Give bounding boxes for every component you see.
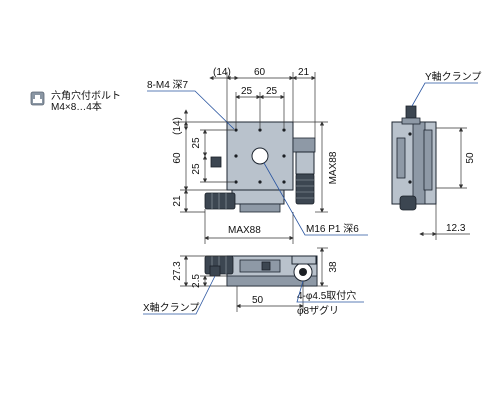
dim-14-left: (14) bbox=[172, 117, 183, 135]
dim-25-top-left: 25 bbox=[241, 86, 253, 97]
dim-21-top: 21 bbox=[298, 67, 310, 78]
bolt-hole-icon bbox=[30, 91, 45, 106]
y-micrometer-body bbox=[295, 151, 315, 175]
label-counterbore: φ8ザグリ bbox=[297, 304, 339, 317]
x-micrometer-thimble bbox=[204, 192, 236, 210]
dim-25-left-lower: 25 bbox=[191, 163, 202, 175]
dim-12-3: 12.3 bbox=[446, 223, 466, 234]
side-view: Y軸クランプ 50 12.3 bbox=[391, 70, 481, 240]
clamp-knob-left bbox=[210, 156, 222, 168]
label-y-clamp: Y軸クランプ bbox=[425, 70, 481, 83]
center-hole bbox=[251, 147, 269, 165]
label-x-clamp: X軸クランプ bbox=[143, 301, 199, 314]
y-clamp-knob bbox=[405, 105, 417, 119]
dim-2-5: 2.5 bbox=[191, 274, 202, 288]
dim-14-top: (14) bbox=[213, 67, 231, 78]
dim-27-3: 27.3 bbox=[172, 261, 183, 281]
top-view: (14) 60 21 25 25 8-M4 深7 (14) 60 25 25 2… bbox=[147, 67, 368, 244]
dim-60-left: 60 bbox=[172, 152, 183, 164]
dim-25-top-right: 25 bbox=[266, 86, 278, 97]
y-micrometer-thimble bbox=[295, 173, 315, 205]
label-center-hole: M16 P1 深6 bbox=[306, 223, 359, 235]
legend-line1: 六角穴付ボルト bbox=[51, 89, 121, 102]
label-holes: 8-M4 深7 bbox=[147, 79, 189, 91]
dim-60-top: 60 bbox=[254, 67, 266, 78]
dim-max88-bottom: MAX88 bbox=[228, 225, 261, 236]
dim-max88-right: MAX88 bbox=[328, 151, 339, 184]
dim-50-side: 50 bbox=[465, 152, 476, 164]
side-thimble bbox=[399, 195, 417, 211]
dim-25-left-upper: 25 bbox=[191, 137, 202, 149]
dim-38: 38 bbox=[328, 261, 339, 273]
dim-50-front: 50 bbox=[252, 295, 264, 306]
legend: 六角穴付ボルト M4×8…4本 bbox=[30, 89, 121, 113]
dim-21-left: 21 bbox=[172, 195, 183, 207]
label-mount-holes: 4-φ4.5取付穴 bbox=[297, 289, 356, 302]
x-clamp-knob bbox=[209, 265, 221, 277]
front-view: 27.3 2.5 38 50 X軸クランプ 4-φ4.5取付穴 φ8ザグリ bbox=[143, 247, 364, 317]
legend-line2: M4×8…4本 bbox=[51, 100, 102, 113]
